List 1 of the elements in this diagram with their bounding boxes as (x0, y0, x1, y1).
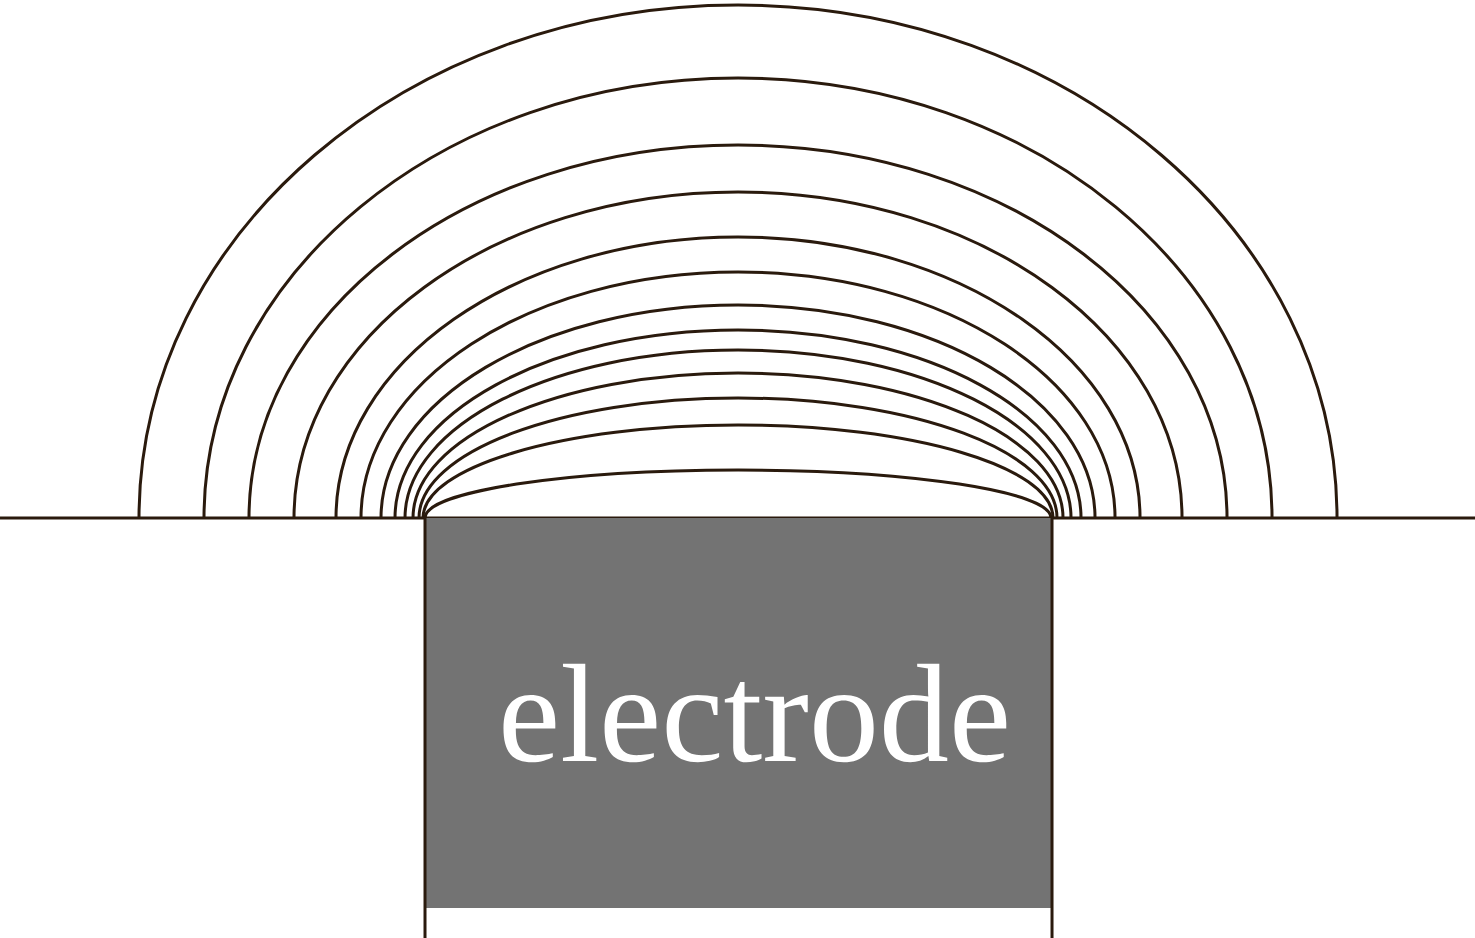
electrode-block: electrode (423, 518, 1054, 938)
